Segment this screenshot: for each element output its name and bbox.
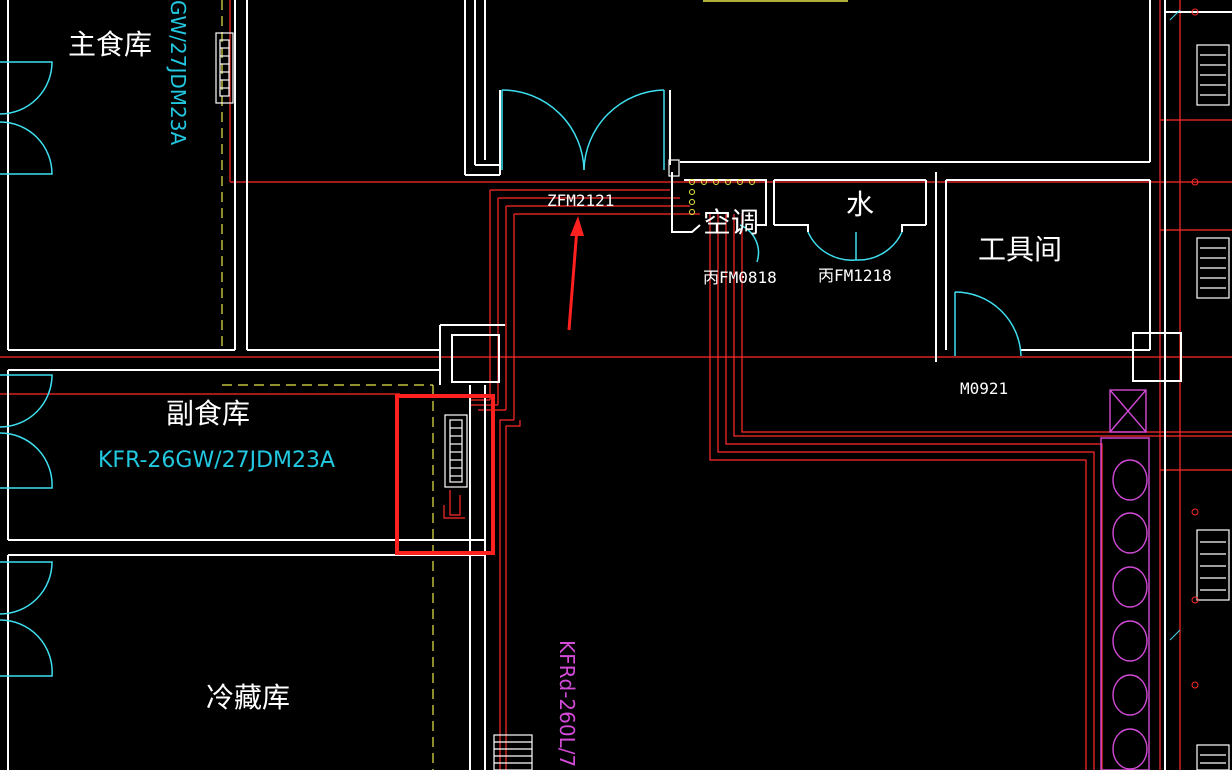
red-arrow-icon	[567, 216, 584, 331]
ac-unit-side	[444, 414, 468, 488]
door-label-m0921: M0921	[960, 379, 1008, 398]
room-label-cold-store: 冷藏库	[206, 681, 290, 714]
ac-room-coil	[689, 179, 755, 215]
door-labels: ZFM2121 丙FM0818 丙FM1218 M0921	[547, 191, 1008, 398]
right-vents	[1196, 44, 1230, 770]
equipment-label-cold-partial: KFRd-260L/7	[555, 640, 579, 767]
room-label-side-store: 副食库	[166, 397, 250, 430]
room-label-water: 水	[846, 188, 874, 221]
room-label-tool: 工具间	[978, 233, 1062, 266]
column-marker	[668, 159, 680, 177]
sink-fixtures	[1100, 389, 1150, 770]
dashed-guides	[221, 0, 434, 770]
right-red-markers	[1191, 8, 1199, 689]
door-label-zfm2121: ZFM2121	[547, 191, 614, 210]
right-markers	[1169, 9, 1181, 641]
equipment-label-side: KFR-26GW/27JDM23A	[98, 448, 335, 473]
red-rectangle-highlight	[395, 394, 495, 555]
room-label-ac: 空调	[703, 206, 759, 239]
door-label-fm0818: 丙FM0818	[703, 268, 777, 287]
walls	[7, 0, 1232, 770]
equipment-label-main-partial: GW/27JDM23A	[166, 0, 190, 145]
ac-unit-main	[215, 32, 234, 104]
door-swings	[0, 61, 1022, 677]
door-label-fm1218: 丙FM1218	[818, 266, 892, 285]
room-labels: 主食库 副食库 冷藏库 空调 水 工具间	[68, 28, 1062, 714]
room-label-main-store: 主食库	[68, 28, 152, 61]
ac-unit-bottom	[493, 734, 533, 770]
